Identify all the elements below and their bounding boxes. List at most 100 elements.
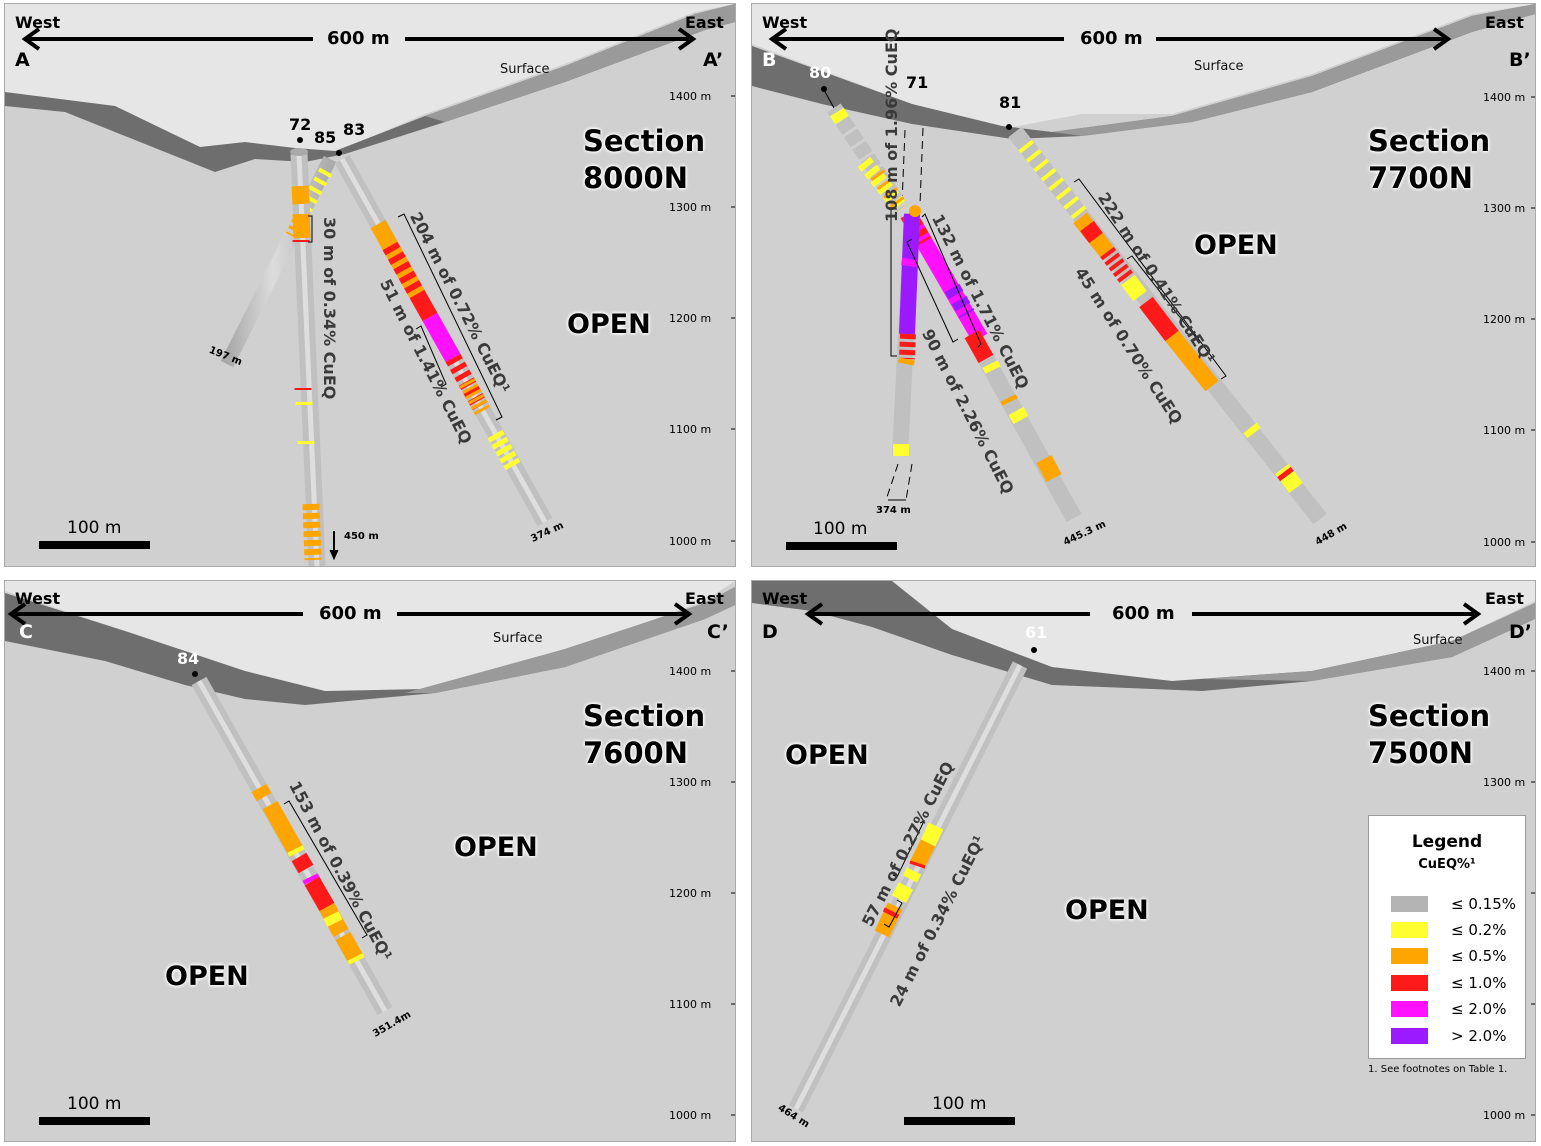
elevation-label: 1300 m <box>1483 202 1526 215</box>
section-start-label: D <box>762 621 778 643</box>
section-title: Section 7500N <box>1368 699 1491 770</box>
elevation-label: 1400 m <box>1483 91 1526 104</box>
open-label: OPEN <box>1065 895 1149 926</box>
depth-label-80: 374 m <box>876 505 911 516</box>
west-label: West <box>15 589 61 608</box>
open-label: OPEN <box>785 740 869 771</box>
elevation-ticks <box>1531 96 1535 543</box>
legend-swatch <box>1391 975 1428 991</box>
section-end-label: D’ <box>1509 621 1532 643</box>
section-start-label: B <box>762 49 777 71</box>
elevation-label: 1200 m <box>669 312 712 325</box>
east-label: East <box>1485 589 1524 608</box>
west-label: West <box>762 13 808 32</box>
open-label: OPEN <box>1194 230 1278 261</box>
section-end-label: B’ <box>1509 49 1531 71</box>
section-end-label: A’ <box>703 49 724 71</box>
elevation-label: 1000 m <box>1483 1109 1526 1122</box>
drill-hole-71[interactable] <box>892 205 921 457</box>
legend-footnote: 1. See footnotes on Table 1. <box>1368 1064 1508 1075</box>
legend-swatch <box>1391 1001 1428 1017</box>
elevation-ticks <box>731 95 735 542</box>
section-end-label: C’ <box>707 621 729 643</box>
section-panel-7500n: West East 600 m D D’ Surface Section 750… <box>751 580 1536 1142</box>
drill-hole-84[interactable] <box>191 676 393 1016</box>
legend-swatch <box>1391 896 1428 912</box>
west-label: West <box>762 589 808 608</box>
sky-area <box>5 581 735 693</box>
scale-bar-label: 100 m <box>932 1094 987 1114</box>
east-label: East <box>685 13 724 32</box>
distance-arrow <box>804 602 1482 626</box>
open-label: OPEN <box>165 961 249 992</box>
sky-area <box>752 581 1535 681</box>
scale-bar <box>39 1117 150 1125</box>
surface-layer <box>5 587 735 705</box>
scale-bar-label: 100 m <box>67 1094 122 1114</box>
hole-label-81: 81 <box>999 93 1022 112</box>
distance-label: 600 m <box>1080 28 1143 49</box>
scale-bar <box>904 1117 1015 1125</box>
section-title: Section 7700N <box>1368 124 1491 195</box>
surface-layer <box>5 4 735 172</box>
hole-label-71: 71 <box>906 73 929 92</box>
elevation-label: 1300 m <box>669 201 712 214</box>
elevation-label: 1400 m <box>1483 665 1526 678</box>
elevation-ticks <box>731 670 735 1116</box>
elevation-label: 1200 m <box>669 887 712 900</box>
section-drawing <box>752 4 1535 543</box>
section-title: Section 8000N <box>583 124 706 195</box>
drill-hole-81[interactable] <box>1008 126 1327 525</box>
distance-arrow <box>768 27 1452 51</box>
distance-arrow <box>7 602 693 626</box>
distance-arrow <box>21 27 697 51</box>
legend: Legend CuEQ%¹ ≤ 0.15% ≤ 0.2% ≤ 0.5% ≤ 1.… <box>1368 815 1526 1059</box>
elevation-label: 1100 m <box>669 423 712 436</box>
elevation-label: 1000 m <box>1483 536 1526 549</box>
open-label: OPEN <box>454 832 538 863</box>
scale-bar <box>786 542 897 550</box>
elevation-label: 1300 m <box>1483 776 1526 789</box>
elevation-label: 1200 m <box>1483 313 1526 326</box>
elevation-label: 1400 m <box>669 665 712 678</box>
section-panel-8000n: West East 600 m A A’ Surface Section 800… <box>4 3 736 567</box>
legend-subtitle: CuEQ%¹ <box>1418 857 1476 872</box>
intercept-label: 30 m of 0.34% CuEQ <box>320 217 339 400</box>
scale-bar <box>39 541 150 549</box>
hole-label-61: 61 <box>1025 623 1048 642</box>
drill-hole-72[interactable] <box>290 148 326 566</box>
east-label: East <box>1485 13 1524 32</box>
section-panel-7600n: West East 600 m C C’ Surface Section 760… <box>4 580 736 1142</box>
section-title: Section 7600N <box>583 699 706 770</box>
open-label: OPEN <box>567 309 651 340</box>
scale-bar-label: 100 m <box>67 518 122 538</box>
section-drawing <box>752 581 1535 1116</box>
depth-label-72: 450 m <box>344 531 379 542</box>
west-label: West <box>15 13 61 32</box>
surface-label: Surface <box>1194 59 1244 74</box>
legend-swatch <box>1391 948 1428 964</box>
section-drawing <box>5 4 735 566</box>
distance-label: 600 m <box>319 603 382 624</box>
legend-title: Legend <box>1411 832 1483 852</box>
scale-bar-label: 100 m <box>813 519 868 539</box>
sky-area <box>752 4 1535 129</box>
hole-label-85: 85 <box>314 128 337 147</box>
legend-swatch <box>1391 1028 1428 1044</box>
drill-hole-71-trace <box>885 127 924 501</box>
intercept-label: 108 m of 1.96% CuEQ <box>882 28 901 222</box>
elevation-label: 1100 m <box>669 998 712 1011</box>
surface-label: Surface <box>1413 633 1463 648</box>
hole-label-72: 72 <box>289 115 312 134</box>
elevation-label: 1100 m <box>1483 424 1526 437</box>
drill-hole-83[interactable] <box>334 154 553 527</box>
section-panel-7700n: West East 600 m B B’ Surface Section 770… <box>751 3 1536 567</box>
surface-label: Surface <box>493 631 543 646</box>
distance-label: 600 m <box>327 28 390 49</box>
east-label: East <box>685 589 724 608</box>
section-start-label: A <box>15 49 30 71</box>
drill-hole-61[interactable] <box>788 661 1028 1113</box>
elevation-label: 1300 m <box>669 776 712 789</box>
elevation-label: 1400 m <box>669 90 712 103</box>
elevation-ticks <box>1531 670 1535 1116</box>
